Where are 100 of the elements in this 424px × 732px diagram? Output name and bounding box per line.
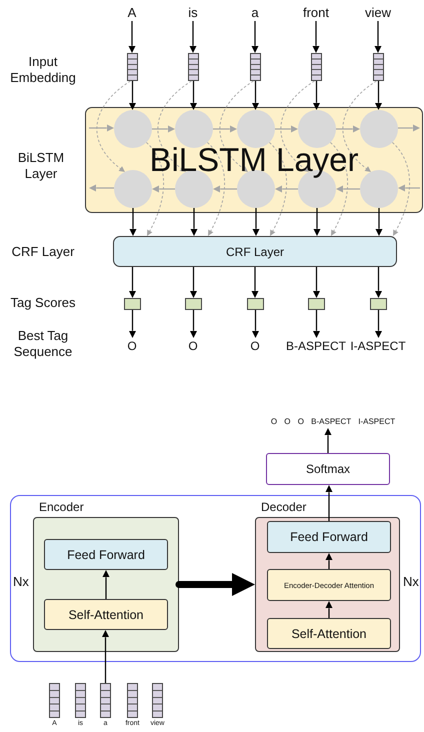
tag-label: I-ASPECT: [348, 338, 408, 354]
box-label: Softmax: [306, 462, 350, 476]
arrow: [89, 124, 114, 132]
arrow: [325, 601, 333, 618]
sublayer-box: [267, 618, 391, 649]
sublayer-box: [267, 569, 391, 601]
input-word: view: [358, 4, 398, 21]
arrow: [374, 21, 382, 53]
layer-box: [113, 236, 397, 267]
arrow: [251, 21, 259, 53]
block-heading: Encoder: [39, 500, 84, 515]
tag-score-box: [308, 298, 325, 310]
arrow: [374, 81, 382, 110]
arrow: [251, 267, 259, 298]
input-word: A: [112, 4, 152, 21]
lstm-cell: [360, 110, 398, 148]
tag-label: O: [163, 338, 223, 354]
arrow: [312, 21, 320, 53]
arrow: [213, 185, 237, 193]
embedding-vector: [188, 53, 199, 81]
stack-frame: [10, 495, 421, 662]
lstm-cell: [114, 170, 152, 208]
embedding-vector: [100, 683, 111, 718]
row-label: CRF Layer: [10, 244, 76, 260]
arrow: [252, 310, 260, 338]
arrow: [190, 267, 198, 298]
lstm-cell: [175, 170, 213, 208]
arrow: [89, 184, 114, 192]
arrow: [336, 125, 360, 133]
arrow: [190, 208, 198, 236]
sublayer-box: [44, 599, 168, 630]
arrow: [190, 310, 198, 338]
dashed-arrow: [158, 80, 192, 172]
embedding-vector: [311, 53, 322, 81]
box-label: Feed Forward: [290, 530, 368, 544]
arrow: [213, 125, 237, 133]
tag-score-box: [185, 298, 202, 310]
arrow: [189, 21, 197, 53]
arrow: [152, 125, 175, 133]
tag-score-box: [124, 298, 141, 310]
output-tags: O O O B-ASPECT I-ASPECT: [270, 414, 396, 428]
input-word: front: [296, 4, 336, 21]
box-label: Feed Forward: [67, 548, 145, 562]
arrow: [152, 185, 175, 193]
dashed-arrow: [268, 142, 287, 236]
box-label: Self-Attention: [291, 626, 367, 640]
thick-arrow: [176, 572, 255, 596]
arrow: [324, 428, 332, 453]
arrow: [128, 81, 136, 110]
dashed-arrow: [96, 80, 131, 172]
arrow: [312, 267, 320, 298]
lstm-cell: [175, 110, 213, 148]
embedding-vector: [250, 53, 261, 81]
embedding-vector: [75, 683, 86, 718]
arrow: [275, 125, 298, 133]
layer-title: CRF Layer: [226, 244, 284, 258]
lstm-cell: [237, 170, 275, 208]
dashed-arrow: [330, 142, 348, 236]
tag-label: B-ASPECT: [286, 338, 346, 354]
arrow: [275, 185, 298, 193]
row-label: BiLSTM Layer: [16, 150, 66, 182]
arrow: [312, 81, 320, 110]
layer-title: BiLSTM Layer: [149, 143, 359, 177]
tag-score-box: [370, 298, 387, 310]
row-label: Input Embedding: [9, 54, 77, 86]
dashed-arrow: [392, 142, 410, 236]
dashed-arrow: [146, 142, 164, 236]
arrow: [128, 21, 136, 53]
arrow: [398, 184, 420, 192]
softmax-box: [266, 453, 390, 485]
tag-label: O: [102, 338, 162, 354]
layer-box: [85, 107, 423, 213]
dashed-arrow: [220, 80, 254, 172]
dashed-arrow: [342, 80, 377, 172]
tag-score-box: [247, 298, 264, 310]
embedding-vector: [127, 53, 138, 81]
arrow: [374, 310, 382, 338]
arrow: [313, 208, 321, 236]
embedding-vector: [127, 683, 138, 718]
arrow: [325, 553, 333, 569]
lstm-cell: [237, 110, 275, 148]
arrow: [398, 124, 420, 132]
lstm-cell: [360, 170, 398, 208]
row-label: Best Tag Sequence: [12, 328, 74, 360]
input-word: a: [235, 4, 275, 21]
embedding-vector: [152, 683, 163, 718]
row-label: Nx: [12, 574, 30, 590]
arrow: [128, 310, 136, 338]
arrow: [190, 81, 198, 110]
dashed-arrow: [280, 80, 315, 172]
box-label: Self-Attention: [68, 608, 144, 622]
arrow: [252, 208, 260, 236]
row-label: Tag Scores: [9, 295, 77, 311]
lstm-cell: [298, 110, 336, 148]
arrow: [128, 267, 136, 298]
lstm-cell: [114, 110, 152, 148]
embedding-vector: [373, 53, 384, 81]
arrow: [375, 208, 383, 236]
arrow: [252, 81, 260, 110]
arrow: [336, 185, 360, 193]
